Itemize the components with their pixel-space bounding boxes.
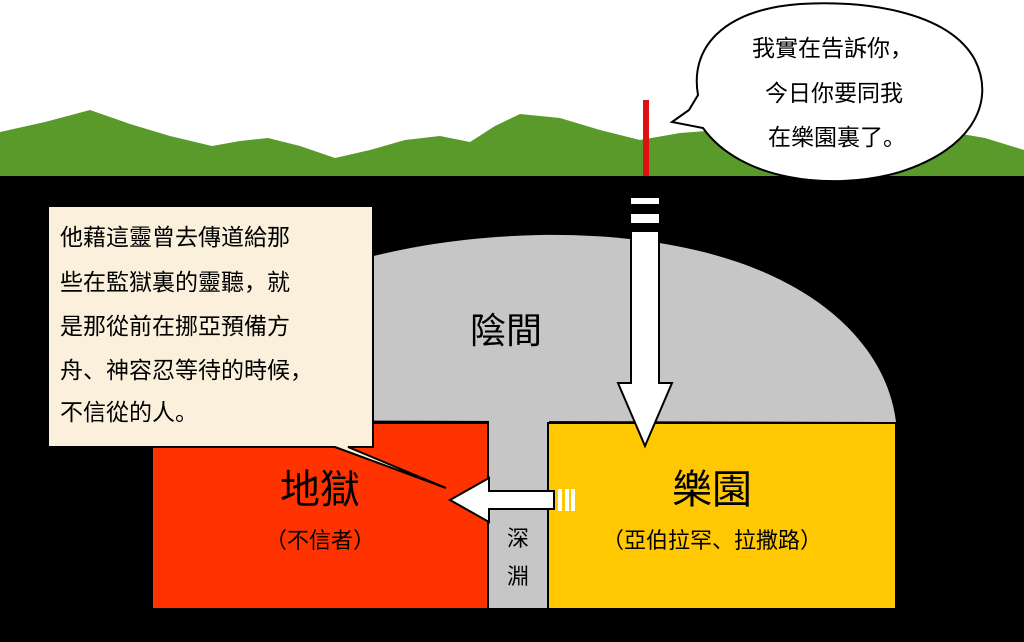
quote-line-2: 些在監獄裏的靈聽，就 xyxy=(60,270,290,296)
abyss-column xyxy=(489,418,549,608)
arrow-dash-1 xyxy=(631,198,659,204)
hell-region xyxy=(151,422,489,610)
quote-line-1: 他藉這靈曾去傳道給那 xyxy=(60,225,290,251)
speech-line-1: 我實在告訴你， xyxy=(752,36,913,62)
left-arrow-stripe-2 xyxy=(565,489,569,511)
arrow-dash-2 xyxy=(631,214,659,223)
paradise-title: 樂園 xyxy=(672,467,752,513)
abyss-char-2: 淵 xyxy=(507,565,529,590)
speech-line-3: 在樂園裏了。 xyxy=(768,125,906,151)
paradise-region xyxy=(547,422,897,610)
left-arrow-stripe-3 xyxy=(571,489,575,511)
quote-line-3: 是那從前在挪亞預備方 xyxy=(60,314,290,340)
left-arrow-stripe-1 xyxy=(558,489,562,511)
arrow-down-icon xyxy=(616,230,674,449)
speech-line-2: 今日你要同我 xyxy=(765,81,903,107)
quote-line-5: 不信從的人。 xyxy=(60,400,198,426)
speech-bubble xyxy=(669,2,984,183)
hell-subtitle: （不信者） xyxy=(265,529,375,554)
quote-callout xyxy=(47,205,447,489)
abyss-char-1: 深 xyxy=(507,527,529,552)
hell-title: 地獄 xyxy=(280,467,360,513)
hades-label: 陰間 xyxy=(470,311,542,352)
paradise-subtitle: （亞伯拉罕、拉撒路） xyxy=(602,529,822,554)
arrow-left-icon xyxy=(447,476,555,524)
quote-line-4: 舟、神容忍等待的時候， xyxy=(60,358,313,384)
